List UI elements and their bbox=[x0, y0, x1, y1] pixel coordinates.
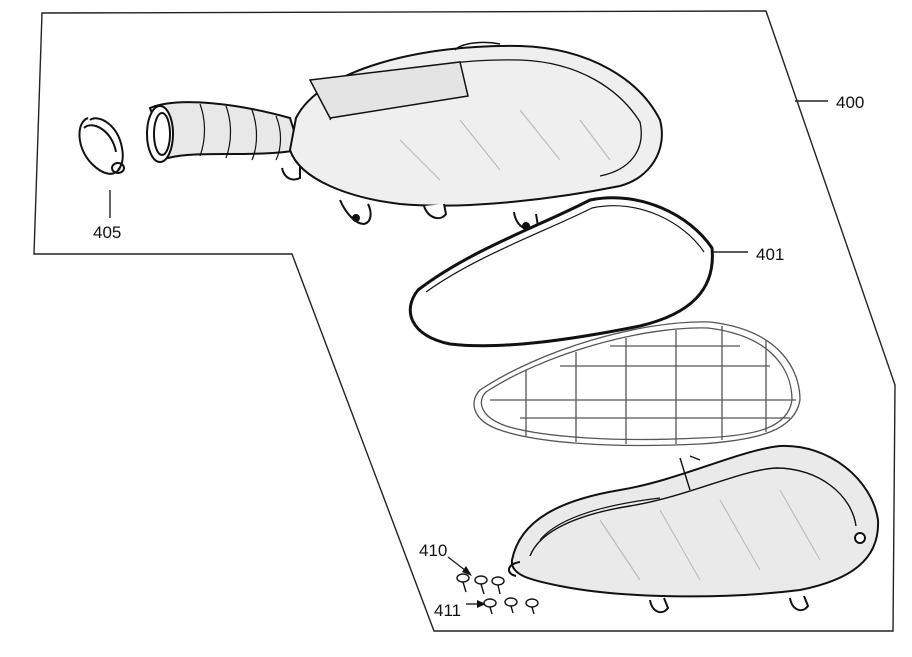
screw-icon bbox=[504, 597, 518, 614]
screw-icon bbox=[456, 573, 470, 593]
callout-411: 411 bbox=[434, 601, 462, 620]
assembly-outline-frame bbox=[33, 10, 896, 632]
screw-icon bbox=[525, 598, 539, 615]
screw-icon bbox=[483, 598, 497, 615]
callout-401: 401 bbox=[756, 245, 785, 264]
screw-set-part bbox=[456, 573, 539, 615]
screw-icon bbox=[474, 575, 488, 595]
airbox-cover-part bbox=[508, 444, 880, 614]
filter-gasket-part bbox=[408, 196, 714, 348]
filter-grid-part bbox=[473, 321, 801, 447]
callout-405: 405 bbox=[93, 223, 122, 242]
callout-410: 410 bbox=[419, 541, 448, 560]
filter-gasket-inner-edge bbox=[425, 205, 705, 293]
airbox-housing-part bbox=[281, 41, 663, 231]
callout-400: 400 bbox=[836, 93, 865, 112]
leader-arrow-410 bbox=[462, 566, 472, 576]
leader-arrow-411 bbox=[477, 600, 486, 608]
hose-clamp-part bbox=[78, 117, 125, 175]
intake-duct-part bbox=[146, 101, 302, 163]
screw-icon bbox=[491, 576, 505, 595]
